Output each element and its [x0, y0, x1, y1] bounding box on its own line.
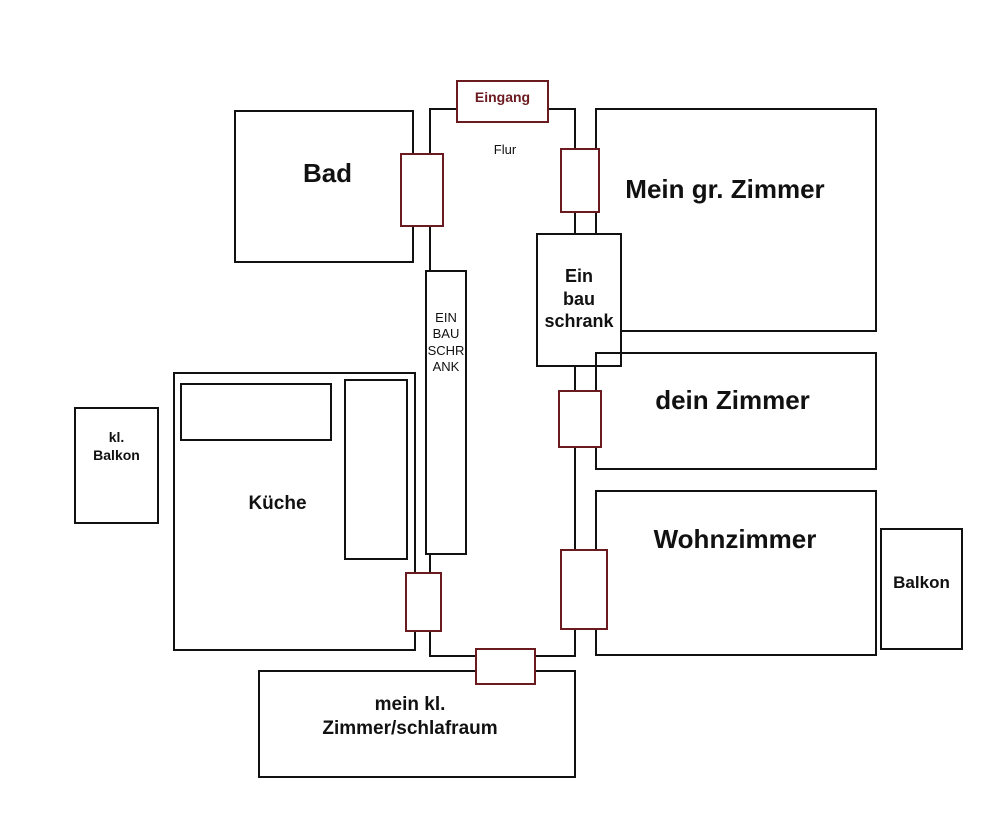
eingang-label: Eingang: [474, 89, 531, 105]
dein-zimmer-door: [558, 390, 602, 448]
wohnzimmer-label: Wohnzimmer: [653, 524, 817, 554]
mein-kl-zimmer-door: [475, 648, 536, 685]
entrance-door: [456, 80, 549, 123]
kueche-counter-side: [344, 379, 408, 560]
bad-label: Bad: [302, 158, 353, 188]
kueche-room: [173, 372, 416, 651]
einbauschrank-right: [536, 233, 622, 367]
bad-door: [400, 153, 444, 227]
dein-zimmer-label: dein Zimmer: [655, 385, 810, 415]
kl-balkon: [74, 407, 159, 524]
balkon: [880, 528, 963, 650]
mein-gr-zimmer-room: [595, 108, 877, 332]
kueche-door: [405, 572, 442, 632]
wohnzimmer-room: [595, 490, 877, 656]
kl-balkon-label: kl. Balkon: [93, 429, 140, 463]
flur-label: Flur: [493, 142, 517, 157]
mein-gr-zimmer-door: [560, 148, 600, 213]
einbauschrank-right-label: Ein bau schrank: [544, 266, 614, 331]
einbauschrank-left: [425, 270, 467, 555]
mein-gr-zimmer-label: Mein gr. Zimmer: [625, 174, 825, 204]
mein-kl-zimmer-room: [258, 670, 576, 778]
einbauschrank-left-label: EIN BAU SCHR ANK: [427, 310, 465, 374]
balkon-label: Balkon: [893, 573, 950, 592]
kueche-counter-top: [180, 383, 332, 441]
wohnzimmer-door: [560, 549, 608, 630]
kueche-label: Küche: [248, 493, 307, 514]
mein-kl-zimmer-label: mein kl. Zimmer/schlafraum: [322, 694, 498, 739]
